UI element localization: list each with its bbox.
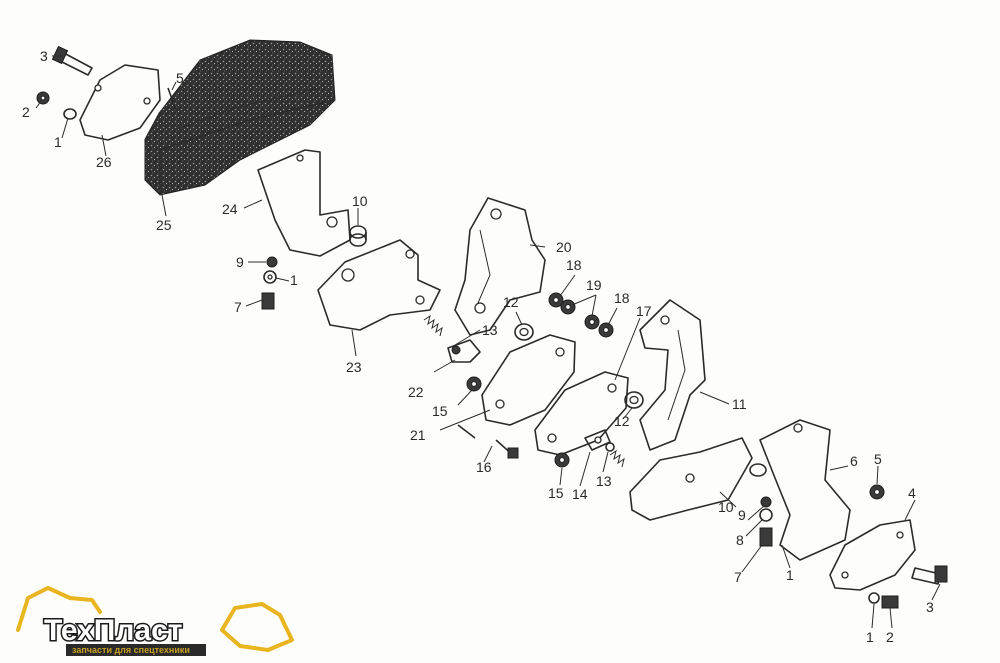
- callout-2-bottom: 2: [886, 629, 894, 645]
- techplast-logo: ТехПласт запчасти для спецтехники: [16, 585, 294, 656]
- bracket-part-24: [257, 149, 351, 257]
- bolt-part-7-right: [759, 527, 773, 547]
- callout-12-upper: 12: [503, 294, 519, 310]
- oval-plate-part-21: [481, 334, 576, 426]
- callout-5-right: 5: [874, 451, 882, 467]
- spacer-part-14: [584, 429, 611, 451]
- callout-1-mid: 1: [786, 567, 794, 583]
- callout-7-right: 7: [734, 569, 742, 585]
- hinge-bracket-part-23: [317, 239, 441, 331]
- callout-17: 17: [636, 303, 652, 319]
- tall-bracket-part-20: [454, 197, 546, 336]
- bolt-part-3-right: [911, 565, 948, 585]
- callout-1-bottom: 1: [866, 629, 874, 645]
- callout-8-right: 8: [736, 532, 744, 548]
- callout-13-lower: 13: [596, 473, 612, 489]
- nut-part-19-a: [560, 299, 576, 315]
- callout-labels: 3 2 1 26 5 25 24 10 9 1 7 23 13 20 18 19…: [22, 48, 934, 645]
- hinge-bracket-part-10-lower: [629, 437, 753, 521]
- callout-3-right: 3: [926, 599, 934, 615]
- callout-25: 25: [156, 217, 172, 233]
- bushing-part-10-lower: [749, 463, 767, 477]
- callout-6: 6: [850, 453, 858, 469]
- callout-3-topleft: 3: [40, 48, 48, 64]
- nut-part-19-b: [584, 314, 600, 330]
- callout-24: 24: [222, 201, 238, 217]
- nut-part-9-left: [266, 256, 278, 268]
- oval-plate-part-17: [534, 371, 629, 456]
- nut-part-9-right: [760, 496, 772, 508]
- washer-part-13-small: [605, 442, 615, 452]
- cam-part-15-lower: [554, 452, 570, 468]
- excavator-bucket-icon: [220, 602, 294, 652]
- callout-26: 26: [96, 154, 112, 170]
- callout-2-topleft: 2: [22, 104, 30, 120]
- spring-part-13-lower: [609, 449, 625, 468]
- excavator-arm-icon: [16, 585, 102, 632]
- bushing-part-10-top: [349, 225, 367, 247]
- pin-part-5: [167, 87, 177, 111]
- nut-part-18-a: [548, 292, 564, 308]
- pin-part-16: [457, 424, 519, 459]
- bolt-part-2-right: [881, 595, 899, 609]
- callout-9-right: 9: [738, 507, 746, 523]
- callout-1-topleft: 1: [54, 134, 62, 150]
- callout-9-left: 9: [236, 254, 244, 270]
- callout-21: 21: [410, 427, 426, 443]
- washer-part-8-right: [759, 508, 773, 522]
- callout-15-lower: 15: [548, 485, 564, 501]
- callout-4: 4: [908, 485, 916, 501]
- nut-part-5-right: [869, 484, 885, 500]
- callout-16: 16: [476, 459, 492, 475]
- nut-part-2-top: [36, 91, 50, 105]
- bolt-part-3-top: [51, 45, 93, 76]
- callout-7-left: 7: [234, 299, 242, 315]
- callout-18-a: 18: [566, 257, 582, 273]
- callout-22: 22: [408, 384, 424, 400]
- callout-14: 14: [572, 486, 588, 502]
- callout-10-top: 10: [352, 193, 368, 209]
- callout-1-left: 1: [290, 272, 298, 288]
- bracket-part-6: [759, 419, 851, 561]
- callout-10-lower: 10: [718, 499, 734, 515]
- gasket-plate-part-26: [79, 64, 161, 141]
- logo-brand-text: ТехПласт: [44, 614, 183, 647]
- lever-part-22: [447, 339, 481, 363]
- callout-12-lower: 12: [614, 413, 630, 429]
- callout-20: 20: [556, 239, 572, 255]
- bolt-part-7-left: [261, 292, 275, 310]
- plate-part-4: [829, 519, 916, 591]
- callout-13-upper: 13: [482, 322, 498, 338]
- spring-part-13-upper: [423, 314, 443, 337]
- housing-cover-part-25: [144, 39, 336, 196]
- bracket-part-11: [639, 299, 706, 451]
- callout-23: 23: [346, 359, 362, 375]
- callout-18-b: 18: [614, 290, 630, 306]
- callout-15-upper: 15: [432, 403, 448, 419]
- washer-part-1-top: [63, 108, 77, 120]
- callout-5-top: 5: [176, 70, 184, 86]
- washer-part-1-left: [263, 270, 277, 284]
- washer-part-12-lower: [624, 391, 644, 409]
- washer-part-12-upper: [514, 323, 534, 341]
- washer-part-1-right: [868, 592, 880, 604]
- nut-part-18-b: [598, 322, 614, 338]
- logo-tagline-bar: [66, 644, 206, 656]
- callout-11: 11: [732, 396, 747, 412]
- cam-part-15-upper: [466, 376, 482, 392]
- callout-19: 19: [586, 277, 602, 293]
- logo-tagline-text: запчасти для спецтехники: [72, 645, 190, 655]
- leader-lines: [35, 55, 941, 629]
